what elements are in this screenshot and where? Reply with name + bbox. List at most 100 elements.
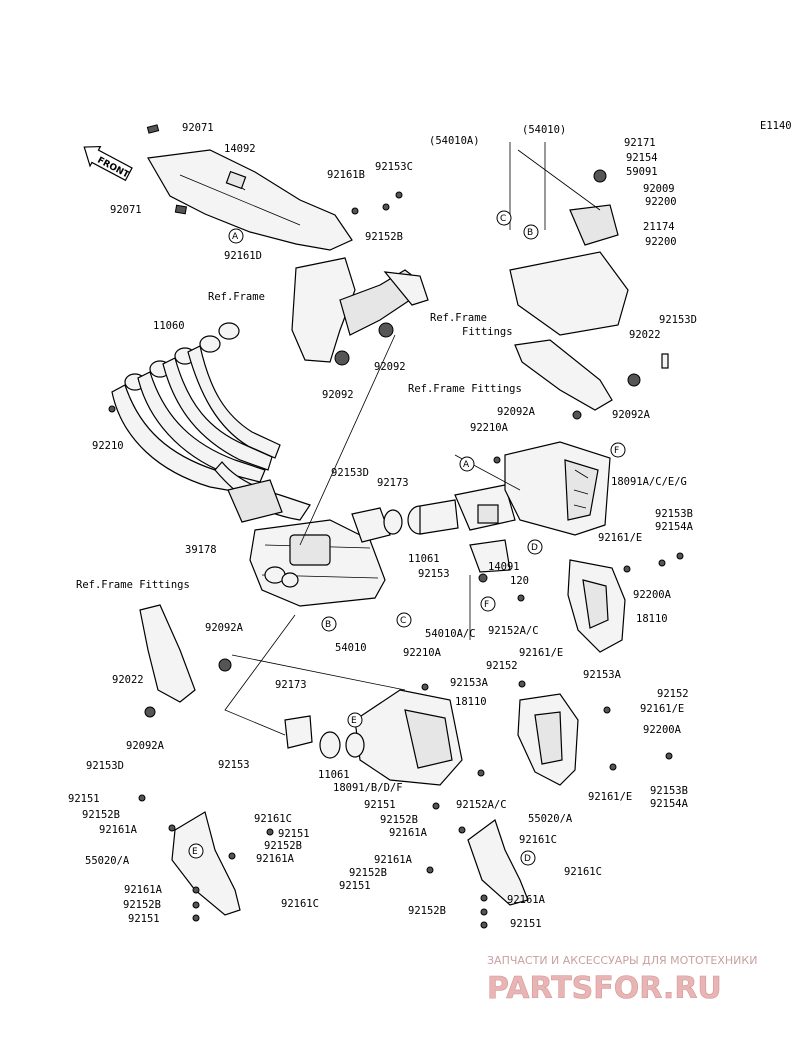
part-label: 92022 [629, 329, 661, 341]
part-label: 92161A [374, 854, 413, 866]
part-label: 92152B [365, 231, 403, 243]
part-label: 92152A/C [488, 625, 539, 637]
muffler-cover-18110-upper [567, 559, 626, 653]
svg-text:C: C [400, 616, 406, 626]
part-label: 18110 [636, 613, 668, 625]
part-label: 92152B [380, 814, 418, 826]
part-label: 92152B [123, 899, 161, 911]
side-cover-left-55020 [171, 811, 241, 916]
callout-f-2: F [480, 596, 496, 612]
part-label: 92210 [92, 440, 124, 452]
part-label: 92161A [389, 827, 428, 839]
part-label: 14092 [224, 143, 256, 155]
ref-frame-fittings-d: Ref.Frame Fittings [76, 579, 190, 591]
part-label: 92153D [659, 314, 697, 326]
part-label: 92152B [408, 905, 446, 917]
part-label: 14091 [488, 561, 520, 573]
frame-bracket-upper [291, 257, 429, 366]
part-label: 92154A [655, 521, 694, 533]
part-label: 92161/E [640, 703, 684, 715]
part-label: 92153A [583, 669, 622, 681]
part-label: 92154A [650, 798, 689, 810]
callout-c-1: C [496, 210, 512, 226]
part-label: 92153 [218, 759, 250, 771]
part-label: 54010 [335, 642, 367, 654]
part-label: 55020/A [528, 813, 573, 825]
part-label: 92161C [564, 866, 602, 878]
part-label: 21174 [643, 221, 675, 233]
callout-f-1: F [610, 442, 626, 458]
svg-text:B: B [527, 228, 533, 238]
svg-text:D: D [524, 854, 531, 864]
callout-a-1: A [228, 228, 244, 244]
callout-b-2: B [321, 616, 337, 632]
part-label: 92200 [645, 196, 677, 208]
part-label: 18110 [455, 696, 487, 708]
part-label: 92173 [275, 679, 307, 691]
part-label: 11061 [408, 553, 440, 565]
part-label: 92152A/C [456, 799, 507, 811]
part-label: 92009 [643, 183, 675, 195]
ref-frame-fittings-a: Ref.Frame [430, 312, 487, 324]
part-label: 92161C [519, 834, 557, 846]
pre-chamber-39178 [249, 519, 386, 607]
part-label: 92092A [205, 622, 244, 634]
part-label: 92161C [281, 898, 319, 910]
callout-c-2: C [396, 612, 412, 628]
watermark-tagline: ЗАПЧАСТИ И АКСЕССУАРЫ ДЛЯ МОТОТЕХНИКИ [487, 954, 757, 967]
footrest-bracket-left [139, 604, 232, 718]
part-label: 92151 [68, 793, 100, 805]
part-labels: 92071 14092 92071 92161B 92153C 92152B 9… [68, 122, 697, 930]
part-label: 92153 [418, 568, 450, 580]
svg-text:F: F [484, 600, 489, 610]
part-label: 92092 [322, 389, 354, 401]
clamp-connector-upper [351, 499, 459, 543]
part-label: 92151 [364, 799, 396, 811]
svg-text:B: B [325, 620, 331, 630]
ref-frame-fittings-c: Ref.Frame Fittings [408, 383, 522, 395]
ref-frame: Ref.Frame [208, 291, 265, 303]
part-label: 92161A [507, 894, 546, 906]
part-label: 92153B [650, 785, 688, 797]
part-label: 92161A [124, 884, 163, 896]
svg-text:C: C [500, 214, 506, 224]
callout-d-1: D [527, 539, 543, 555]
part-label: 92152 [486, 660, 518, 672]
part-label: 92022 [112, 674, 144, 686]
part-label: 92161A [99, 824, 138, 836]
part-label: 92151 [510, 918, 542, 930]
part-label: (54010A) [429, 135, 480, 147]
part-label: 92153A [450, 677, 489, 689]
part-label: 92200A [643, 724, 682, 736]
part-label: (54010) [522, 124, 566, 136]
part-label: 92092A [126, 740, 165, 752]
part-label: 92153B [655, 508, 693, 520]
part-label: 92161A [256, 853, 295, 865]
part-label: 92171 [624, 137, 656, 149]
callout-d-2: D [520, 850, 536, 866]
hardware-fasteners [108, 191, 684, 929]
part-label: 92071 [182, 122, 214, 134]
svg-text:F: F [614, 446, 619, 456]
footrest-bracket-right [514, 339, 669, 411]
part-label: 92151 [128, 913, 160, 925]
watermark-brand: PARTSFOR.RU [487, 971, 722, 1006]
exhaust-valve-14091 [454, 484, 516, 583]
part-label: 92210A [403, 647, 442, 659]
part-label: 92210A [470, 422, 509, 434]
part-label: 92161/E [598, 532, 642, 544]
servo-box-assembly [509, 142, 629, 336]
gasket-11060 [218, 322, 240, 340]
part-label: 59091 [626, 166, 658, 178]
muffler-cover-18110-lower [517, 693, 579, 786]
muffler-lower-18091 [284, 689, 463, 786]
ref-frame-fittings-b: Fittings [462, 326, 513, 338]
part-label: 18091/B/D/F [333, 782, 403, 794]
part-label: 39178 [185, 544, 217, 556]
part-label: 92151 [278, 828, 310, 840]
part-label: 92092A [612, 409, 651, 421]
part-label: 92161C [254, 813, 292, 825]
part-label: 92151 [339, 880, 371, 892]
svg-text:E: E [192, 847, 198, 857]
part-label: 92161/E [519, 647, 563, 659]
